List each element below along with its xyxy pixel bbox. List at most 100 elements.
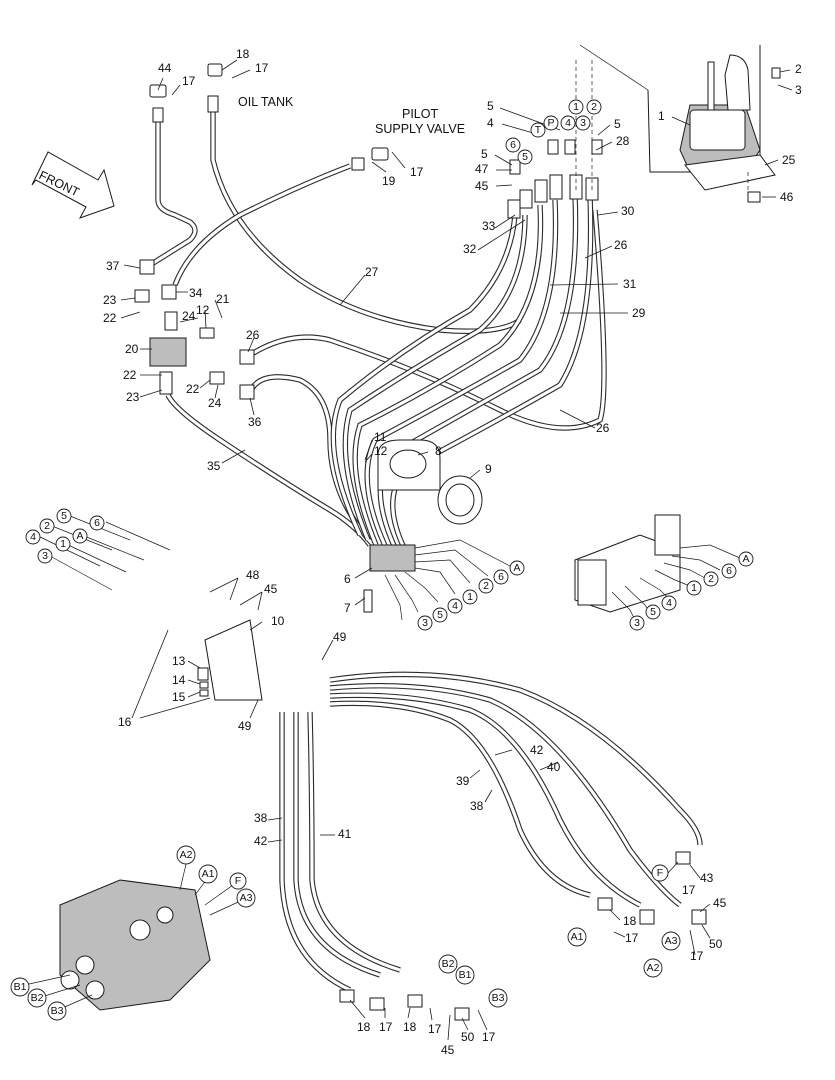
marker-A-right: A — [738, 551, 754, 567]
marker-3-right: 3 — [629, 615, 645, 631]
callout-50: 50 — [461, 1030, 475, 1044]
svg-text:B2: B2 — [442, 958, 455, 970]
callout-23: 23 — [126, 390, 140, 404]
svg-text:B3: B3 — [51, 1005, 64, 1017]
callout-40: 40 — [547, 760, 561, 774]
callout-13: 13 — [172, 654, 186, 668]
svg-text:T: T — [535, 124, 542, 136]
callout-37: 37 — [106, 259, 120, 273]
callout-17: 17 — [625, 931, 639, 945]
svg-text:B1: B1 — [14, 981, 27, 993]
svg-text:A: A — [513, 562, 520, 574]
callout-48: 48 — [246, 568, 260, 582]
marker-B1-valve: B1 — [10, 977, 30, 997]
marker-T-top: T — [530, 122, 546, 138]
svg-text:2: 2 — [44, 520, 50, 532]
svg-text:2: 2 — [483, 580, 489, 592]
pilot-supply-label-2: SUPPLY VALVE — [375, 122, 465, 136]
callout-17: 17 — [410, 165, 424, 179]
svg-text:1: 1 — [573, 101, 579, 113]
svg-text:2: 2 — [708, 573, 714, 585]
marker-4-left: 4 — [25, 529, 41, 545]
marker-2-left: 2 — [39, 518, 55, 534]
callout-34: 34 — [189, 286, 203, 300]
marker-6-top: 6 — [505, 137, 521, 153]
callout-14: 14 — [172, 673, 186, 687]
svg-text:6: 6 — [94, 517, 100, 529]
svg-text:3: 3 — [634, 617, 640, 629]
svg-text:A1: A1 — [202, 868, 215, 880]
callout-6: 6 — [344, 572, 351, 586]
marker-3-top: 3 — [575, 115, 591, 131]
front-arrow: FRONT — [31, 151, 115, 219]
svg-text:4: 4 — [565, 117, 571, 129]
svg-text:3: 3 — [580, 117, 586, 129]
callout-9: 9 — [485, 462, 492, 476]
marker-4-right: 4 — [661, 595, 677, 611]
svg-text:B3: B3 — [492, 992, 505, 1004]
svg-text:P: P — [547, 117, 554, 129]
part-callouts: 44 17 18 17 5 4 5 47 45 2 3 1 5 28 25 46… — [103, 47, 802, 1057]
callout-24: 24 — [182, 309, 196, 323]
svg-text:6: 6 — [726, 565, 732, 577]
marker-A1-lower: A1 — [567, 927, 587, 947]
callout-17: 17 — [482, 1030, 496, 1044]
callout-33: 33 — [482, 219, 496, 233]
callout-4: 4 — [487, 116, 494, 130]
marker-5-left: 5 — [56, 508, 72, 524]
svg-text:4: 4 — [452, 600, 458, 612]
pilot-valve-assembly — [575, 44, 781, 203]
callout-26: 26 — [614, 238, 628, 252]
callout-50: 50 — [709, 937, 723, 951]
callout-27: 27 — [365, 265, 379, 279]
marker-P-top: P — [543, 115, 559, 131]
svg-text:1: 1 — [467, 591, 473, 603]
callout-18: 18 — [623, 914, 637, 928]
svg-text:5: 5 — [650, 606, 656, 618]
svg-text:B1: B1 — [459, 969, 472, 981]
callout-29: 29 — [632, 306, 646, 320]
svg-text:1: 1 — [691, 582, 697, 594]
svg-text:5: 5 — [522, 151, 528, 163]
callout-45: 45 — [264, 582, 278, 596]
callout-49: 49 — [238, 719, 252, 733]
callout-1: 1 — [658, 109, 665, 123]
marker-A-clamp6: A — [509, 560, 525, 576]
svg-text:A: A — [76, 530, 83, 542]
marker-6-right: 6 — [721, 563, 737, 579]
svg-text:2: 2 — [591, 101, 597, 113]
marker-6-clamp6: 6 — [493, 569, 509, 585]
callout-21: 21 — [216, 292, 230, 306]
marker-A3-lower: A3 — [661, 931, 681, 951]
marker-F-lower: F — [651, 864, 669, 882]
callout-23: 23 — [103, 293, 117, 307]
callout-5: 5 — [481, 147, 488, 161]
marker-5-right: 5 — [645, 604, 661, 620]
callout-38: 38 — [470, 799, 484, 813]
callout-41: 41 — [338, 827, 352, 841]
marker-1-right: 1 — [686, 580, 702, 596]
callout-26: 26 — [246, 328, 260, 342]
callout-49: 49 — [333, 630, 347, 644]
marker-5-clamp6: 5 — [432, 607, 448, 623]
callout-32: 32 — [463, 242, 477, 256]
callout-17: 17 — [255, 61, 269, 75]
callout-10: 10 — [271, 614, 285, 628]
svg-text:4: 4 — [666, 597, 672, 609]
callout-36: 36 — [248, 415, 262, 429]
hoses — [148, 110, 703, 993]
port-markers: 6 5 T P 4 3 1 2 A 6 2 1 4 5 3 A 6 2 1 4 … — [10, 99, 754, 1021]
marker-B1-lower: B1 — [455, 965, 475, 985]
callout-7: 7 — [344, 601, 351, 615]
svg-text:4: 4 — [30, 531, 36, 543]
callout-5: 5 — [487, 99, 494, 113]
callout-46: 46 — [780, 190, 794, 204]
svg-text:A2: A2 — [180, 849, 193, 861]
callout-17: 17 — [428, 1022, 442, 1036]
callout-39: 39 — [456, 774, 470, 788]
marker-3-left: 3 — [37, 548, 53, 564]
marker-4-clamp6: 4 — [447, 598, 463, 614]
marker-A3-valve: A3 — [236, 888, 256, 908]
svg-text:A3: A3 — [240, 892, 253, 904]
svg-text:F: F — [235, 875, 241, 887]
